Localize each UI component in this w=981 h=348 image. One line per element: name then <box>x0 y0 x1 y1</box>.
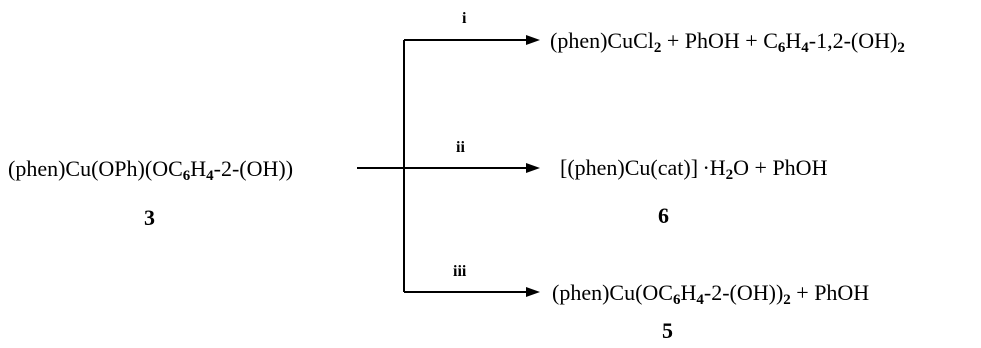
reactant-formula: (phen)Cu(OPh)(OC6H4-2-(OH)) <box>8 156 294 184</box>
condition-label-i: i <box>462 10 467 27</box>
product-iii-formula: (phen)Cu(OC6H4-2-(OH))2 + PhOH <box>552 280 870 308</box>
product-iii-compound-number: 5 <box>662 318 673 343</box>
condition-label-ii: ii <box>456 139 465 156</box>
arrowhead-iii <box>526 287 540 297</box>
condition-label-iii: iii <box>453 263 467 280</box>
reactant-compound-number: 3 <box>144 205 155 230</box>
arrowhead-ii <box>526 163 540 173</box>
product-ii-compound-number: 6 <box>658 203 669 228</box>
product-i-formula: (phen)CuCl2 + PhOH + C6H4-1,2-(OH)2 <box>550 28 905 56</box>
product-ii-formula: [(phen)Cu(cat)] ·H2O + PhOH <box>560 155 828 183</box>
arrowhead-i <box>526 35 540 45</box>
